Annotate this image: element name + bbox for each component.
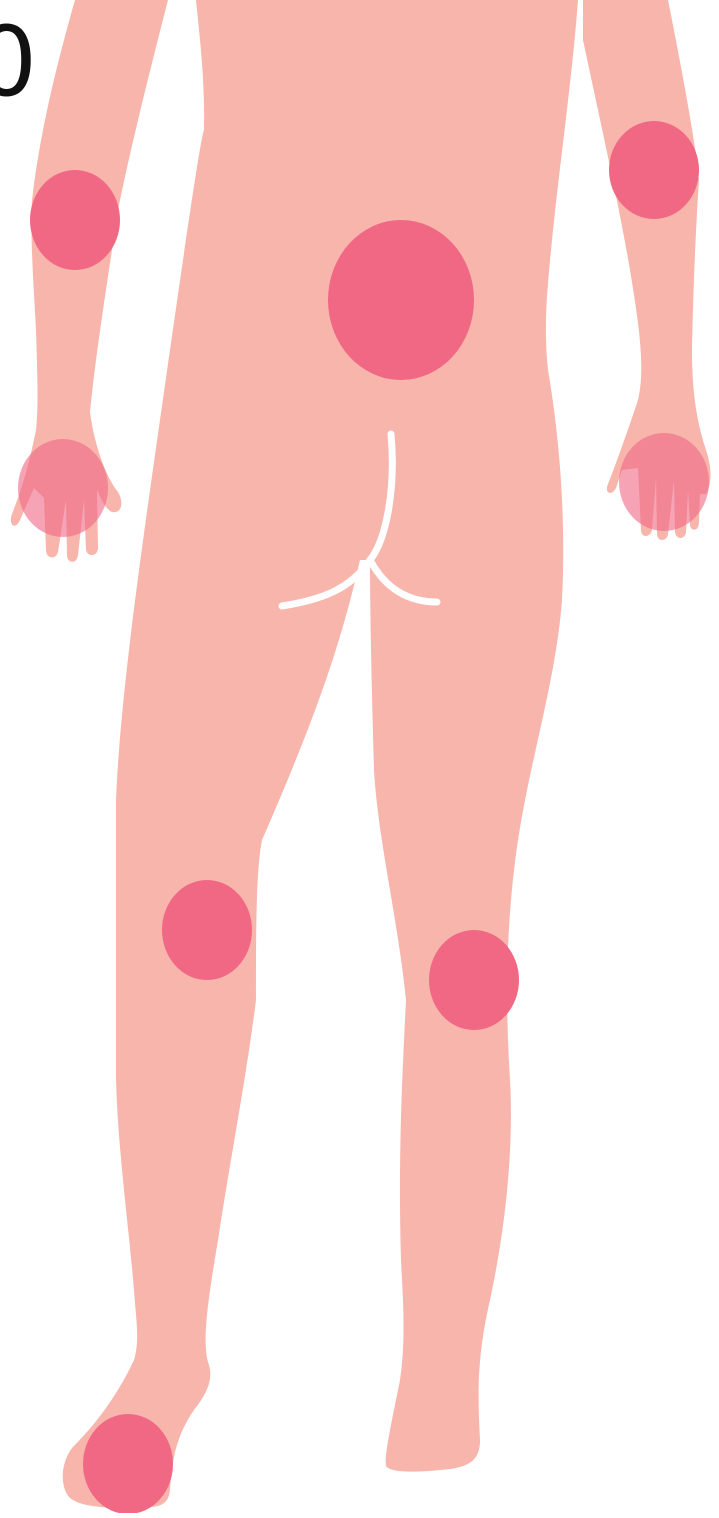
left-knee-marker bbox=[429, 930, 519, 1030]
right-wrist-marker bbox=[18, 439, 108, 537]
heel-marker bbox=[83, 1414, 173, 1513]
left-wrist-marker bbox=[619, 433, 709, 531]
cropped-label: 0 bbox=[0, 14, 37, 110]
lower-back-marker bbox=[328, 220, 474, 380]
left-elbow-marker bbox=[609, 121, 699, 219]
right-knee-marker bbox=[162, 880, 252, 980]
right-elbow-marker bbox=[30, 170, 120, 270]
torso-and-legs bbox=[63, 0, 578, 1508]
